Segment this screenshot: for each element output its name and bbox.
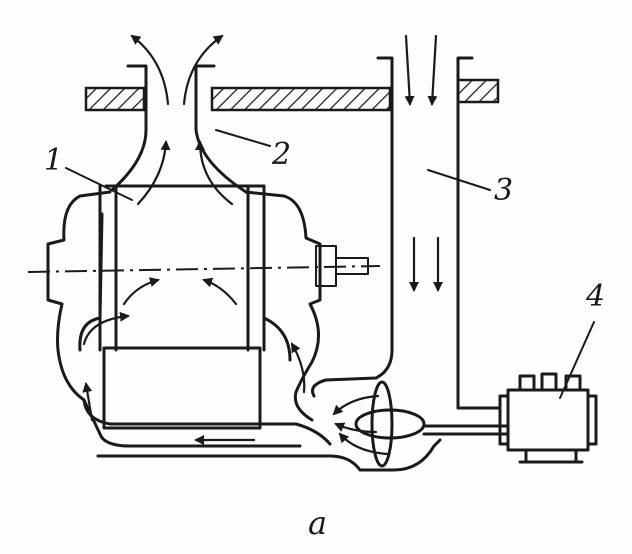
label-part-4: 4 <box>585 279 605 314</box>
ceiling-slab <box>84 78 500 112</box>
label-part-1: 1 <box>44 143 63 178</box>
label-part-3: 3 <box>494 173 513 208</box>
leader-lines <box>65 129 595 399</box>
exhaust-duct <box>110 64 248 194</box>
motor-housing <box>46 190 442 472</box>
label-part-2: 2 <box>271 137 291 172</box>
motor-shaft <box>27 245 381 287</box>
fan-impeller <box>354 380 510 468</box>
supply-duct <box>311 56 502 410</box>
blower-unit <box>498 372 598 464</box>
motor-core <box>98 184 266 430</box>
figure-caption: a <box>308 504 327 542</box>
airflow-arrows <box>82 34 443 456</box>
